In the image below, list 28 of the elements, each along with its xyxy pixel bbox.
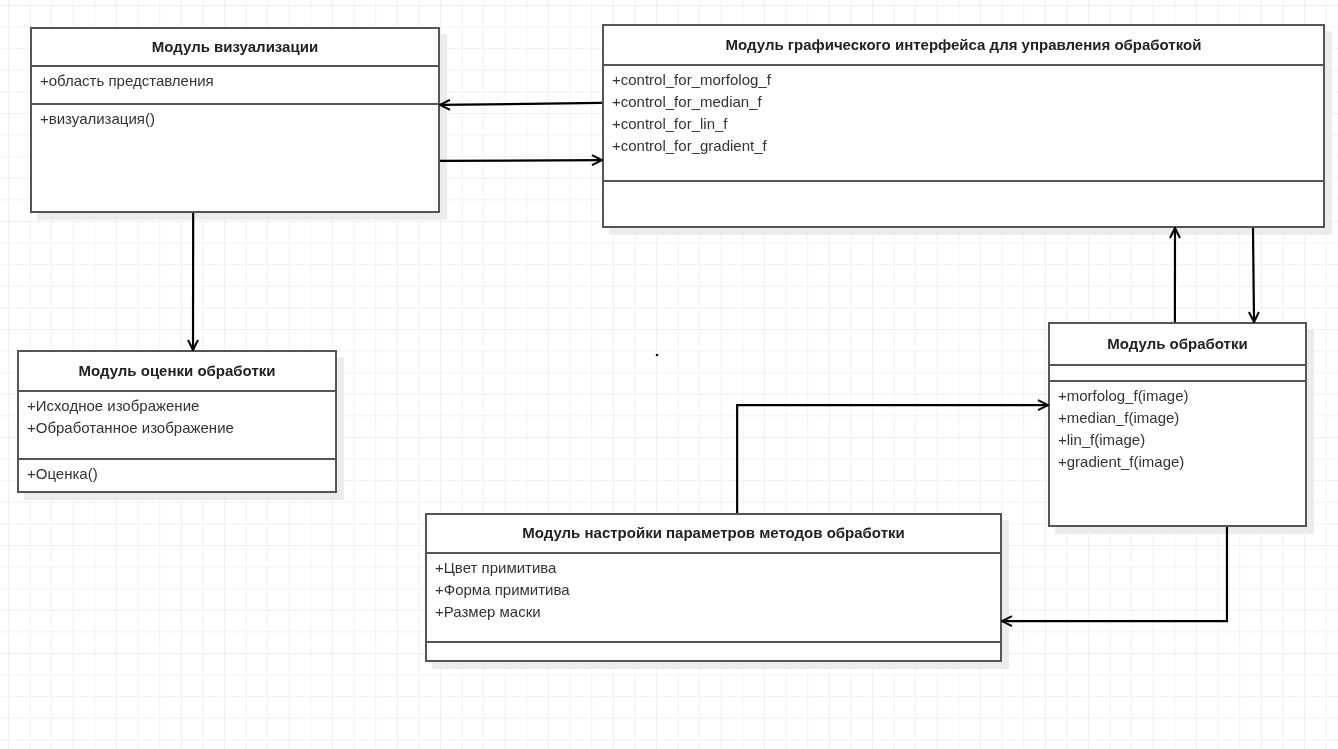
method-text: +визуализация() bbox=[39, 109, 156, 129]
attribute-text: +Размер маски bbox=[434, 602, 542, 622]
arrow bbox=[1247, 228, 1260, 323]
method-text: +gradient_f(image) bbox=[1057, 452, 1186, 472]
arrow bbox=[440, 154, 603, 167]
class-name: Модуль оценки обработки bbox=[78, 360, 276, 381]
attribute-text: +control_for_median_f bbox=[611, 92, 763, 112]
arrow bbox=[1001, 527, 1229, 628]
class-name: Модуль обработки bbox=[1107, 333, 1248, 354]
class-name: Модуль графического интерфейса для управления обработкой bbox=[725, 34, 1202, 55]
arrow bbox=[187, 213, 199, 351]
attribute-text: +Цвет примитива bbox=[434, 558, 558, 578]
attribute-text: +Обработанное изображение bbox=[26, 418, 235, 438]
method-text: +median_f(image) bbox=[1057, 408, 1181, 428]
method-text: +Оценка() bbox=[26, 464, 99, 484]
class-name: Модуль визуализации bbox=[151, 36, 319, 57]
attribute-text: +область представления bbox=[39, 71, 215, 91]
arrow bbox=[1168, 227, 1181, 322]
arrow bbox=[736, 399, 1049, 513]
arrow bbox=[439, 98, 602, 111]
attribute-text: +Исходное изображение bbox=[26, 396, 201, 416]
class-name: Модуль настройки параметров методов обработки bbox=[522, 523, 905, 544]
attribute-text: +Форма примитива bbox=[434, 580, 571, 600]
attribute-text: +control_for_gradient_f bbox=[611, 136, 768, 156]
attribute-text: +control_for_lin_f bbox=[611, 114, 729, 134]
method-text: +morfolog_f(image) bbox=[1057, 386, 1190, 406]
method-text: +lin_f(image) bbox=[1057, 430, 1147, 450]
attribute-text: +control_for_morfolog_f bbox=[611, 70, 772, 90]
